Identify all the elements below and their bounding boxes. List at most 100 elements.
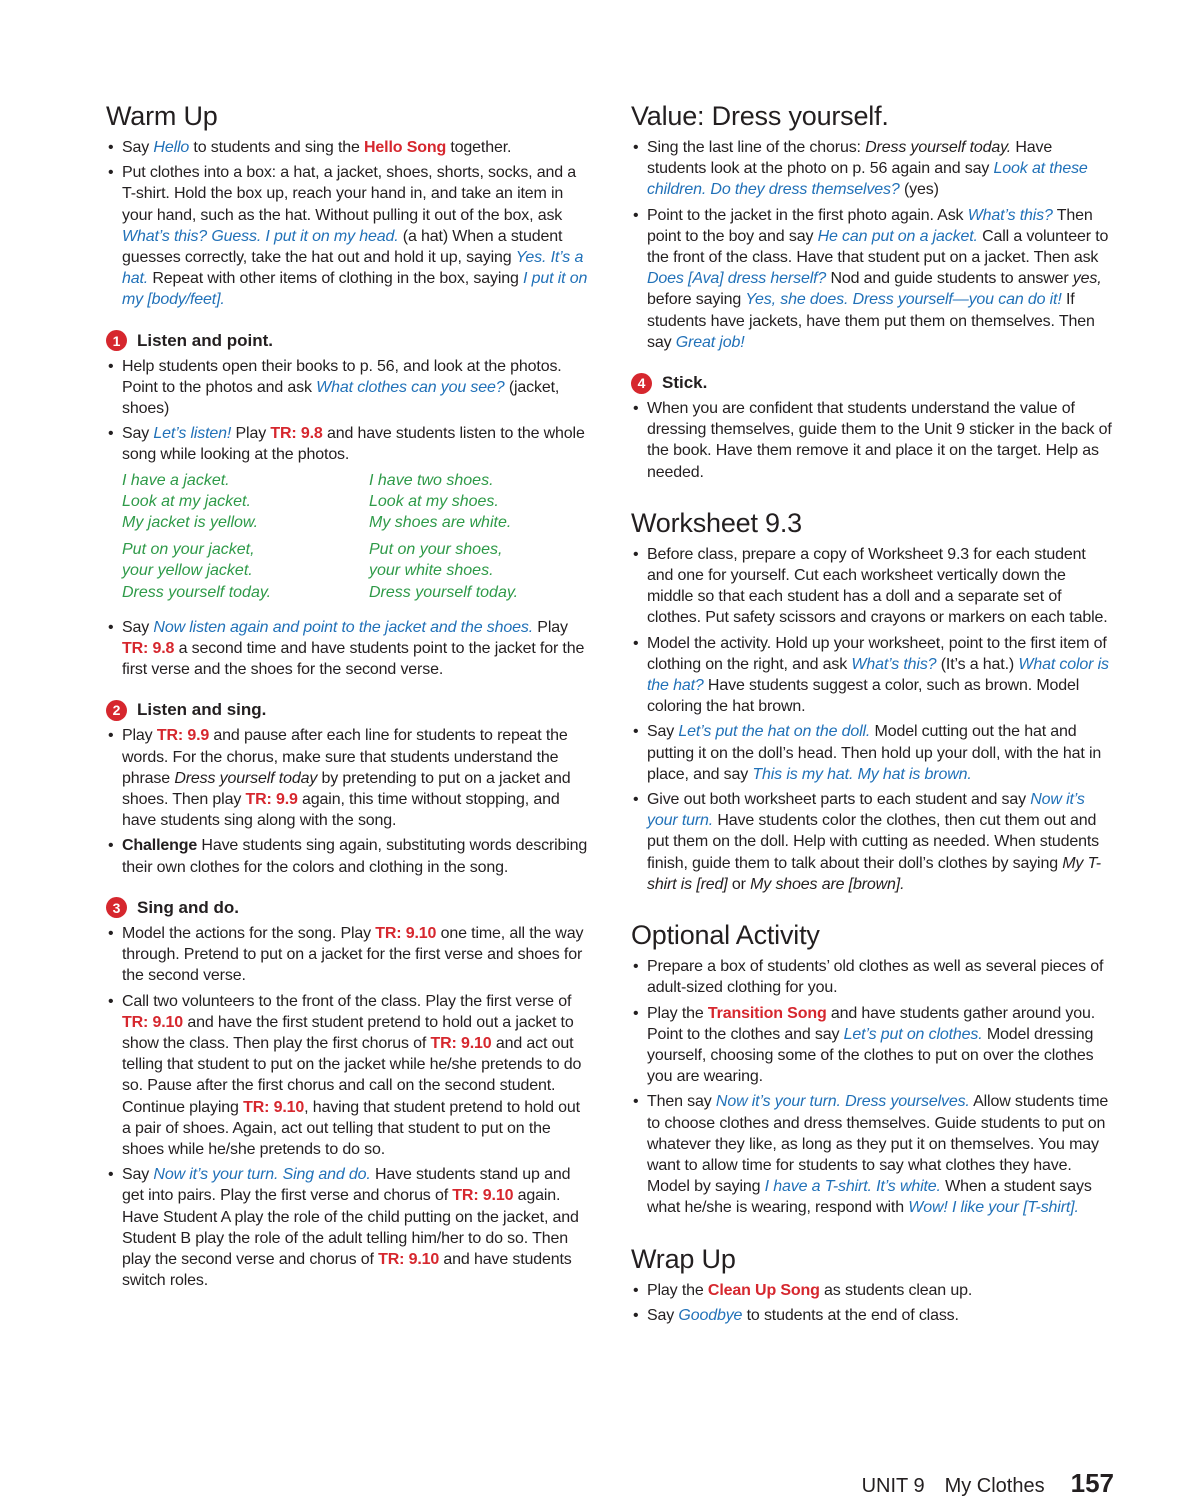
activity-2-header: 2 Listen and sing.: [106, 698, 588, 722]
text-run: , having that student pretend to hold ou…: [122, 1098, 580, 1158]
text-run: Put clothes into a box: a hat, a jacket,…: [122, 164, 577, 224]
list-item: Say Let’s put the hat on the doll. Model…: [631, 721, 1115, 785]
text-run: one time, all the way through. Pretend t…: [122, 924, 584, 985]
text-run: What’s this?: [967, 206, 1053, 224]
list-item: Sing the last line of the chorus: Dress …: [631, 137, 1115, 201]
text-run: When a student says what he/she is weari…: [647, 1178, 1092, 1217]
warm-up-list: Say Hello to students and sing the Hello…: [106, 137, 588, 311]
text-run: a second time and have students point to…: [122, 640, 585, 679]
activity-3-section: 3 Sing and do. Model the actions for the…: [106, 896, 588, 1291]
list-item: Play the Transition Song and have studen…: [631, 1003, 1115, 1088]
text-run: Great job!: [675, 333, 745, 351]
lyrics-line: your yellow jacket.: [122, 562, 253, 580]
text-run: Say: [122, 1166, 154, 1184]
text-run: Help students open their books to p. 56,…: [122, 357, 562, 396]
activity-4-list: When you are confident that students und…: [631, 398, 1115, 483]
text-run: (jacket, shoes): [122, 378, 560, 418]
activity-number-badge: 3: [106, 897, 127, 919]
text-run: When you are confident that students und…: [647, 400, 1112, 481]
lyrics-stanza: Put on your jacket,your yellow jacket.Dr…: [122, 539, 369, 603]
lyrics-stanza: I have two shoes.Look at my shoes.My sho…: [369, 470, 599, 534]
text-run: Now it’s your turn. Sing and do.: [153, 1166, 371, 1184]
text-run: yes,: [1072, 270, 1102, 288]
text-run: Challenge: [122, 837, 198, 855]
list-item: Put clothes into a box: a hat, a jacket,…: [106, 162, 588, 310]
text-run: Transition Song: [707, 1004, 827, 1022]
text-run: I have a T-shirt. It’s white.: [764, 1178, 941, 1196]
text-run: and have students gather around you. Poi…: [647, 1004, 1096, 1043]
text-run: Dress yourself today: [174, 769, 318, 787]
list-item: Play TR: 9.9 and pause after each line f…: [106, 725, 588, 831]
text-run: Sing the last line of the chorus:: [647, 139, 866, 156]
text-run: again, this time without stopping, and h…: [122, 791, 560, 830]
lyrics-line: Put on your jacket,: [122, 541, 255, 559]
text-run: Now it’s your turn.: [647, 791, 1085, 830]
activity-title: Stick.: [662, 373, 708, 393]
text-run: Does [Ava] dress herself?: [647, 270, 827, 288]
wrap-up-section: Wrap Up Play the Clean Up Song as studen…: [631, 1241, 1115, 1327]
list-item: Give out both worksheet parts to each st…: [631, 789, 1115, 895]
text-run: Let’s put on clothes.: [843, 1025, 983, 1043]
list-item: Say Let’s listen! Play TR: 9.8 and have …: [106, 423, 588, 465]
text-run: What color is the hat?: [647, 655, 1109, 695]
text-run: TR: 9.10: [243, 1098, 305, 1116]
text-run: Have students stand up and get into pair…: [122, 1166, 571, 1205]
optional-activity-section: Optional Activity Prepare a box of stude…: [631, 917, 1115, 1218]
text-run: (a hat) When a student guesses correctly…: [122, 227, 563, 267]
activity-title: Listen and point.: [137, 330, 273, 350]
text-run: Say: [122, 618, 154, 636]
list-item: Challenge Have students sing again, subs…: [106, 835, 588, 877]
text-run: and act out telling that student to put …: [122, 1034, 582, 1116]
text-run: Nod and guide students to answer: [826, 270, 1073, 288]
lyrics-line: Look at my shoes.: [369, 492, 499, 510]
activity-1-section: 1 Listen and point. Help students open t…: [106, 329, 588, 681]
value-section: Value: Dress yourself. Sing the last lin…: [631, 98, 1115, 353]
text-run: by pretending to put on a jacket and sho…: [122, 769, 571, 809]
optional-activity-heading: Optional Activity: [631, 920, 820, 951]
activity-3-list: Model the actions for the song. Play TR:…: [106, 923, 588, 1291]
song-lyrics: I have a jacket.Look at my jacket.My jac…: [122, 470, 588, 609]
text-run: Call a volunteer to the front of the cla…: [647, 227, 1109, 267]
list-item: Then say Now it’s your turn. Dress yours…: [631, 1091, 1115, 1218]
list-item: Help students open their books to p. 56,…: [106, 356, 588, 420]
activity-1-header: 1 Listen and point.: [106, 329, 588, 353]
wrap-up-list: Play the Clean Up Song as students clean…: [631, 1280, 1115, 1327]
text-run: Call two volunteers to the front of the …: [122, 992, 572, 1010]
text-run: Look at these children. Do they dress th…: [647, 160, 1088, 199]
text-run: Yes. It’s a hat.: [122, 249, 584, 288]
text-run: TR: 9.8: [122, 640, 175, 658]
activity-number-badge: 1: [106, 330, 127, 352]
unit-label: UNIT 9: [861, 1475, 925, 1497]
text-run: TR: 9.10: [430, 1034, 492, 1052]
text-run: Point to the jacket in the first photo a…: [647, 206, 968, 224]
lyrics-line: Look at my jacket.: [122, 492, 251, 510]
worksheet-section: Worksheet 9.3 Before class, prepare a co…: [631, 505, 1115, 895]
text-run: or: [727, 875, 751, 893]
text-run: Have students color the clothes, then cu…: [647, 812, 1100, 872]
activity-title: Sing and do.: [137, 897, 239, 917]
lyrics-line: your white shoes.: [369, 562, 494, 580]
text-run: Now it’s your turn. Dress yourselves.: [715, 1093, 970, 1111]
list-item: Say Now listen again and point to the ja…: [106, 617, 588, 681]
text-run: (It’s a hat.): [936, 655, 1019, 673]
list-item: Say Now it’s your turn. Sing and do. Hav…: [106, 1164, 588, 1291]
text-run: and have the first student pretend to ho…: [122, 1013, 574, 1052]
text-run: If students have jackets, have them put …: [647, 291, 1095, 351]
activity-2-list: Play TR: 9.9 and pause after each line f…: [106, 725, 588, 877]
lyrics-line: Put on your shoes,: [369, 541, 503, 559]
worksheet-list: Before class, prepare a copy of Workshee…: [631, 544, 1115, 895]
text-run: What’s this? Guess. I put it on my head.: [122, 227, 399, 245]
text-run: TR: 9.10: [375, 924, 437, 942]
text-run: Hello Song: [364, 139, 447, 156]
worksheet-heading: Worksheet 9.3: [631, 507, 802, 538]
unit-title: My Clothes: [944, 1475, 1045, 1497]
activity-1-list-continued: Say Now listen again and point to the ja…: [106, 617, 588, 681]
text-run: before saying: [647, 291, 746, 309]
text-run: Then say: [647, 1093, 716, 1111]
right-column: Value: Dress yourself. Sing the last lin…: [631, 98, 1115, 1330]
activity-4-section: 4 Stick. When you are confident that stu…: [631, 371, 1115, 483]
text-run: TR: 9.9: [245, 791, 298, 809]
text-run: Model dressing yourself, choosing some o…: [647, 1025, 1094, 1086]
list-item: Say Goodbye to students at the end of cl…: [631, 1305, 1115, 1326]
text-run: Clean Up Song: [707, 1281, 820, 1299]
